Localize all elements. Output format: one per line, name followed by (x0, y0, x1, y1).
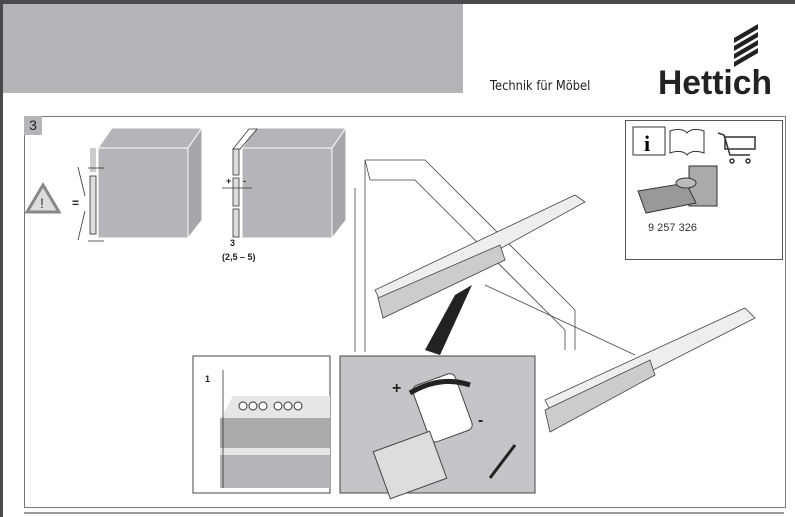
header-gray-block (3, 4, 463, 93)
pointer-arrow (425, 285, 472, 355)
footer-divider (24, 512, 784, 514)
adjuster-part-image (637, 165, 718, 214)
plus-label: + (226, 176, 232, 186)
cabinet-drawing-2 (222, 126, 347, 240)
detail-view-1 (192, 355, 331, 494)
left-bar (0, 0, 3, 517)
detail-view-2 (339, 355, 536, 500)
step-number: 3 (24, 116, 42, 135)
warning-icon: ! (24, 182, 62, 214)
minus-adjust: - (478, 412, 484, 429)
drawer-runner-bottom (484, 284, 756, 433)
step-frame (24, 116, 786, 508)
part-number: 9 257 326 (648, 222, 697, 234)
minus-label: - (243, 176, 246, 186)
top-bar (0, 0, 795, 4)
shopping-cart-icon (717, 132, 756, 164)
offset-value: 1 (205, 374, 211, 384)
gap-range: (2,5 – 5) (222, 252, 256, 262)
svg-text:Hettich: Hettich (658, 64, 772, 98)
equal-sign: = (72, 196, 80, 210)
rotate-arrow (408, 378, 471, 396)
svg-text:!: ! (40, 195, 44, 211)
drawer-runner-top (374, 194, 586, 319)
info-icon: i (632, 126, 666, 156)
hettich-logo: Hettich (656, 22, 776, 103)
svg-text:i: i (644, 131, 650, 156)
manual-book-icon (669, 128, 705, 156)
plus-adjust: + (392, 380, 402, 397)
cabinet-drawing-1 (77, 126, 203, 242)
tagline: Technik für Möbel (490, 79, 591, 94)
info-box: i (625, 120, 783, 260)
gap-value: 3 (230, 238, 236, 248)
